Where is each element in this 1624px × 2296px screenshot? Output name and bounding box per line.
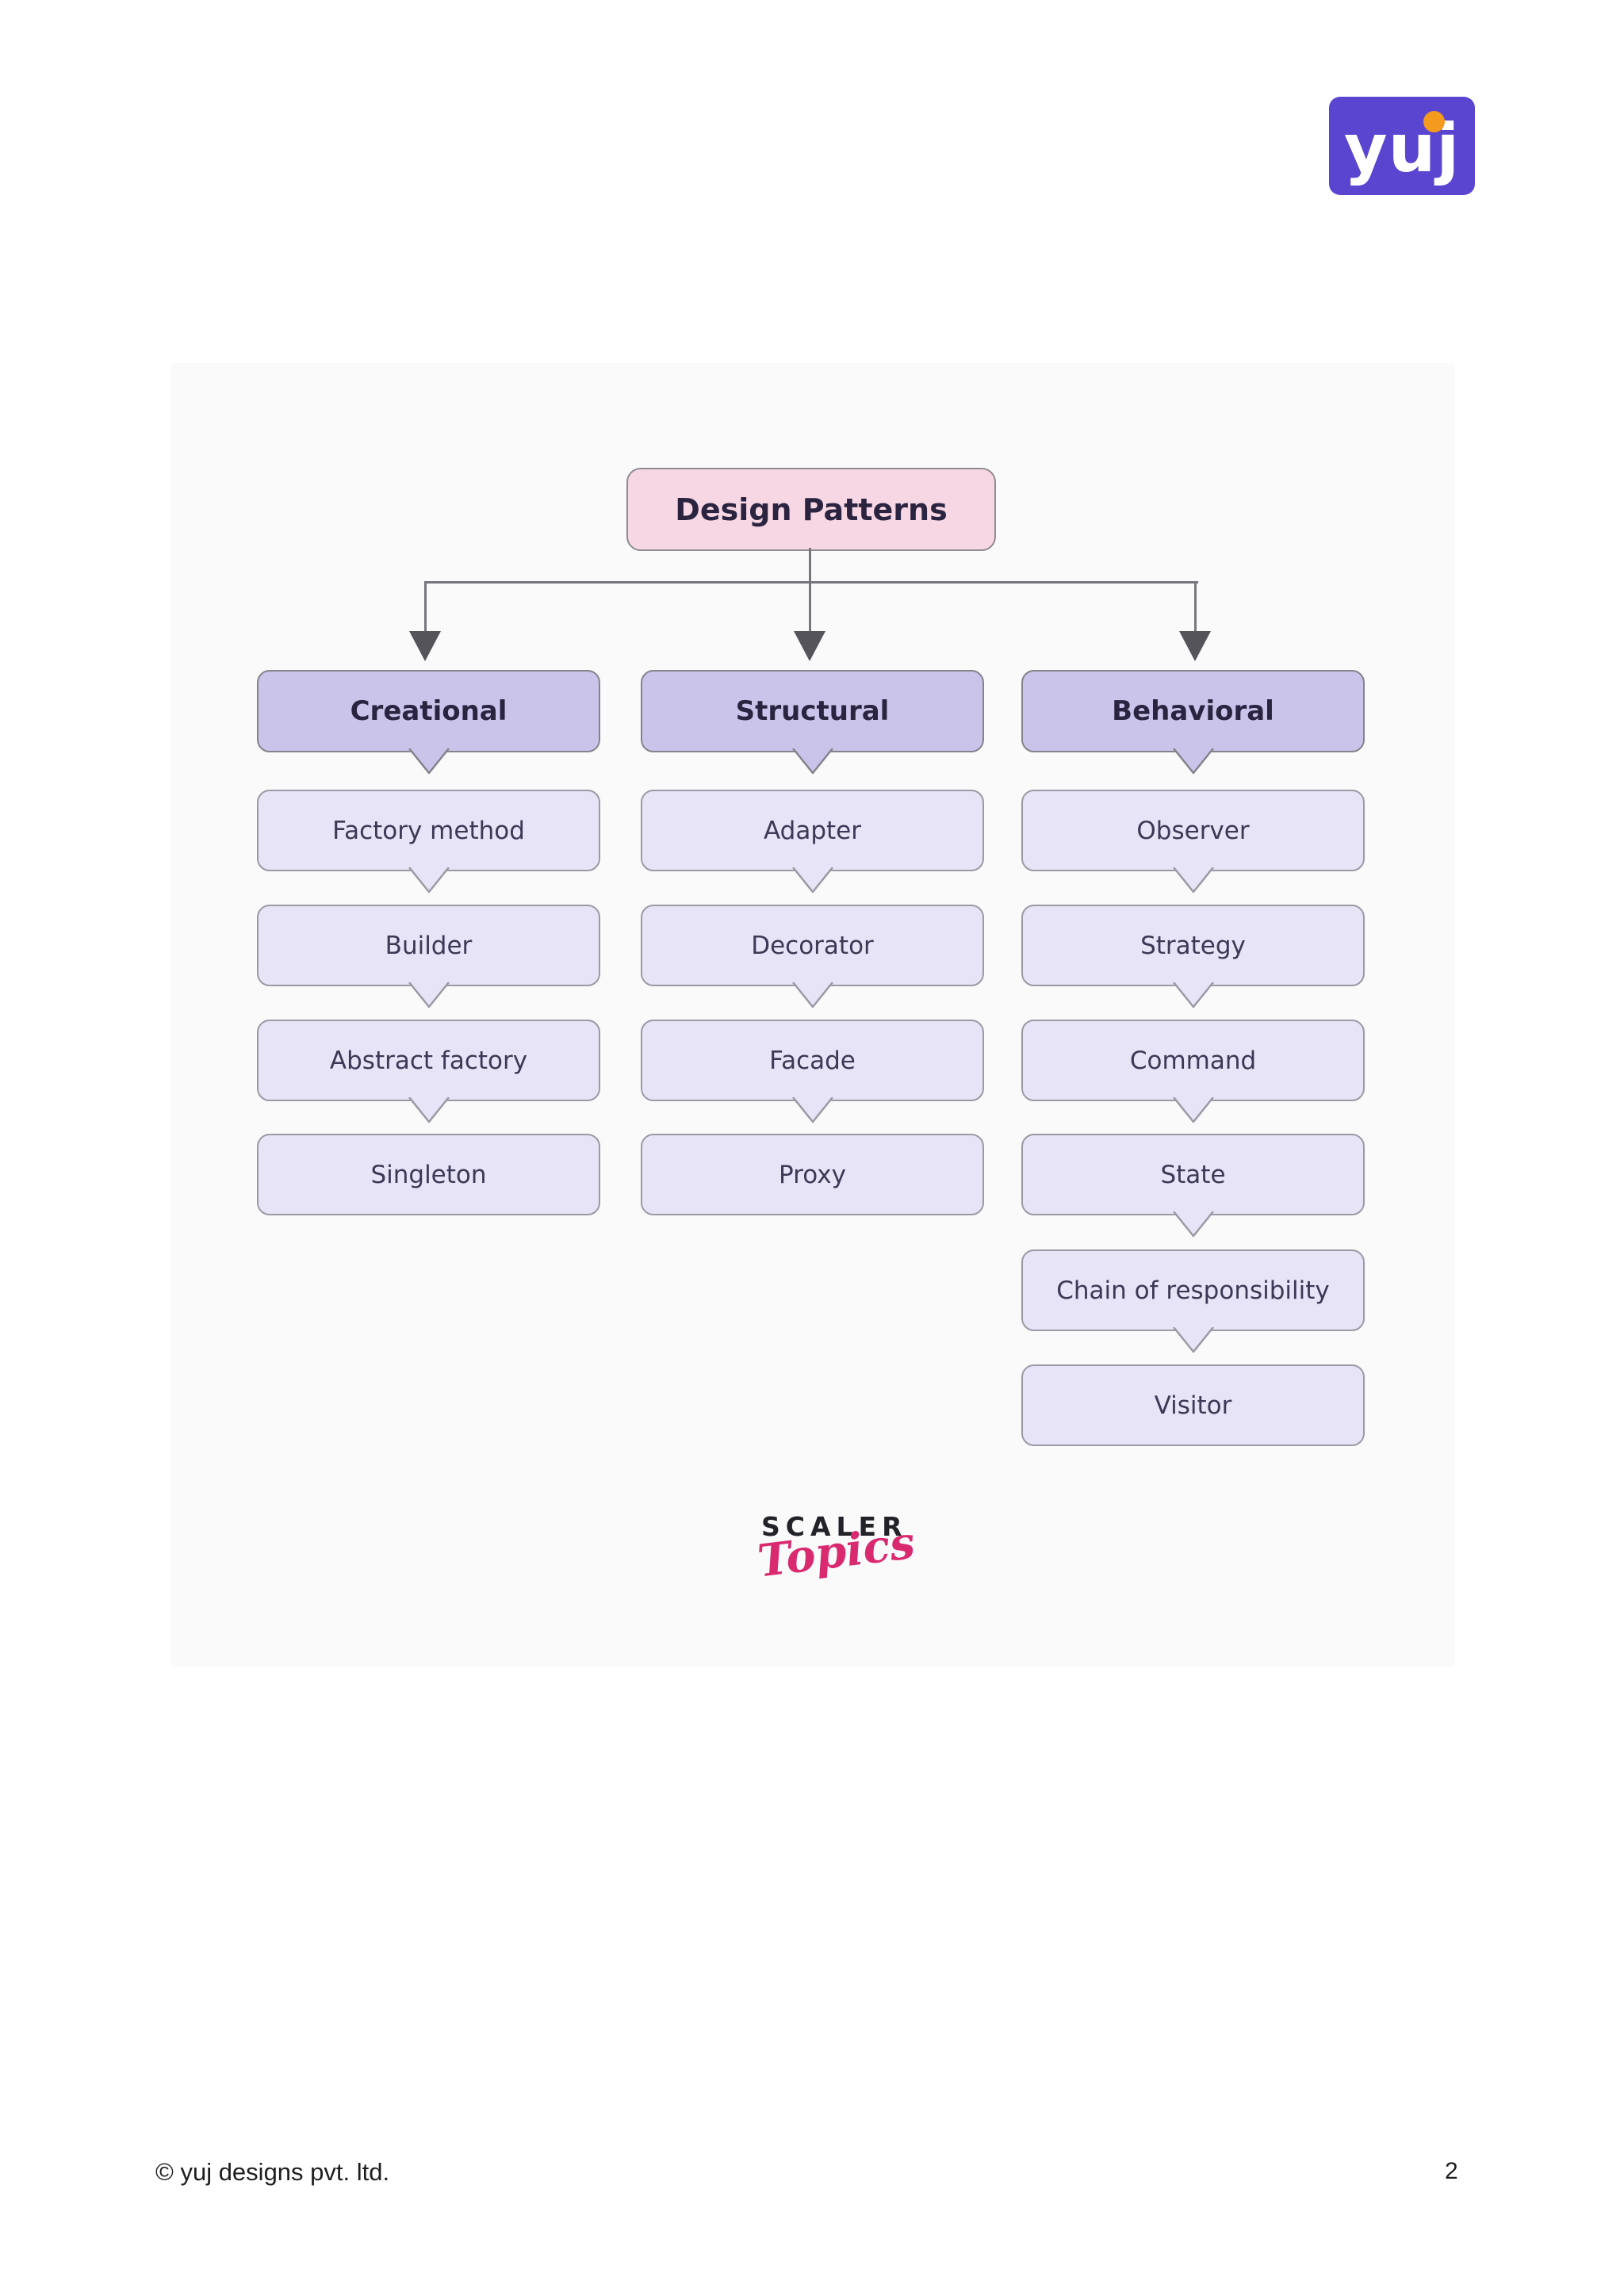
box-tail <box>1172 748 1214 775</box>
category-label: Creational <box>350 695 508 727</box>
scaler-topics-logo: SCALER Topics <box>755 1511 961 1622</box>
box-tail <box>791 1097 833 1123</box>
pattern-box-builder: Builder <box>257 905 600 1008</box>
pattern-box-decorator: Decorator <box>641 905 984 1008</box>
pattern-box-visitor: Visitor <box>1021 1364 1365 1446</box>
footer-page-number: 2 <box>1445 2158 1458 2184</box>
box-tail <box>791 867 833 894</box>
connector-vertical-right <box>1194 584 1197 633</box>
pattern-box-facade: Facade <box>641 1020 984 1123</box>
design-patterns-root-box: Design Patterns <box>626 468 996 551</box>
pattern-box-abstract-factory: Abstract factory <box>257 1020 600 1123</box>
pattern-label: Builder <box>385 931 473 960</box>
pattern-label: Proxy <box>779 1160 846 1189</box>
footer-copyright: © yuj designs pvt. ltd. <box>155 2158 390 2186</box>
scaler-logo-text: SCALER <box>761 1511 908 1542</box>
category-label: Structural <box>735 695 890 727</box>
pattern-box-adapter: Adapter <box>641 790 984 894</box>
pattern-label: Abstract factory <box>329 1046 528 1075</box>
pattern-label: Decorator <box>751 931 874 960</box>
yuj-logo-text: yuj <box>1343 109 1461 187</box>
pattern-box-state: State <box>1021 1134 1365 1238</box>
box-tail <box>1172 982 1214 1008</box>
box-tail <box>791 748 833 775</box>
pattern-box-chain-of-responsibility: Chain of responsibility <box>1021 1249 1365 1353</box>
pattern-box-observer: Observer <box>1021 790 1365 894</box>
pattern-label: Command <box>1129 1046 1257 1075</box>
diagram-background-panel <box>170 363 1455 1667</box>
box-tail <box>408 1097 450 1123</box>
arrow-down-icon <box>1179 631 1211 661</box>
pattern-box-command: Command <box>1021 1020 1365 1123</box>
pattern-label: Singleton <box>370 1160 487 1189</box>
pattern-label: State <box>1160 1160 1226 1189</box>
pattern-label: Adapter <box>764 816 861 845</box>
arrow-down-icon <box>409 631 441 661</box>
yuj-logo: yuj <box>1329 97 1475 195</box>
arrow-down-icon <box>794 631 825 661</box>
box-tail <box>1172 867 1214 894</box>
box-tail <box>408 867 450 894</box>
box-tail <box>1172 1211 1214 1238</box>
yuj-logo-orange-dot-icon <box>1423 111 1445 132</box>
category-box-behavioral: Behavioral <box>1021 670 1365 775</box>
pattern-label: Strategy <box>1140 931 1246 960</box>
connector-vertical-left <box>424 584 427 633</box>
connector-horizontal <box>424 581 1198 584</box>
pattern-label: Visitor <box>1154 1391 1232 1420</box>
connector-vertical-middle <box>809 584 811 633</box>
box-tail <box>1172 1097 1214 1123</box>
box-tail <box>408 982 450 1008</box>
box-tail <box>791 982 833 1008</box>
pattern-box-proxy: Proxy <box>641 1134 984 1215</box>
pattern-box-factory-method: Factory method <box>257 790 600 894</box>
pattern-box-strategy: Strategy <box>1021 905 1365 1008</box>
connector-root-stub <box>809 548 811 583</box>
category-box-structural: Structural <box>641 670 984 775</box>
category-label: Behavioral <box>1112 695 1274 727</box>
box-tail <box>1172 1327 1214 1353</box>
design-patterns-root-label: Design Patterns <box>675 492 948 527</box>
pattern-box-singleton: Singleton <box>257 1134 600 1215</box>
category-box-creational: Creational <box>257 670 600 775</box>
pattern-label: Factory method <box>332 816 525 845</box>
pattern-label: Chain of responsibility <box>1056 1276 1330 1305</box>
pattern-label: Observer <box>1136 816 1250 845</box>
pattern-label: Facade <box>769 1046 856 1075</box>
box-tail <box>408 748 450 775</box>
